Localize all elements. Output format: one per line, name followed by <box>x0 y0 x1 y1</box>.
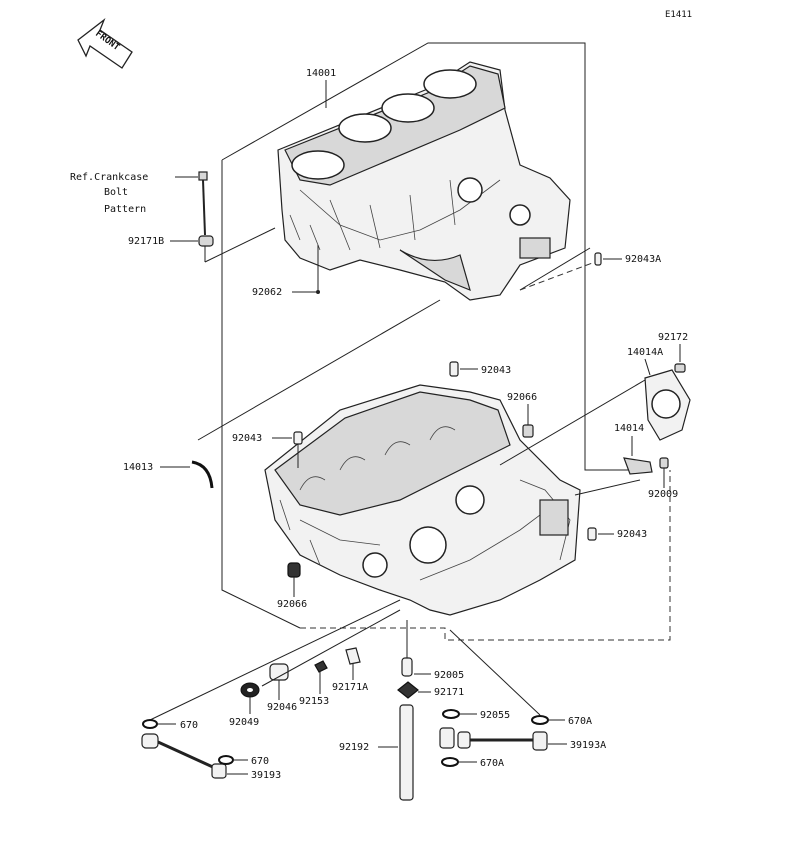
label-14001: 14001 <box>306 68 336 79</box>
pipe-92192-icon <box>399 704 414 801</box>
cylinder-bore-3 <box>381 93 435 123</box>
cover-14014a-icon <box>644 369 691 441</box>
hose-39193-icon <box>141 733 227 779</box>
label-92043a: 92043A <box>625 254 661 265</box>
label-670-left: 670 <box>180 720 198 731</box>
fitting-92005-icon <box>401 657 413 677</box>
upper-crankcase-drawing <box>277 61 571 301</box>
crankcase-bolt-icon <box>198 171 208 236</box>
label-92172: 92172 <box>658 332 688 343</box>
ref-note-line2: Bolt <box>104 187 128 198</box>
clamp-92171b-icon <box>198 235 214 247</box>
plate-14014-icon <box>623 457 653 475</box>
oring-670a-bottom-icon <box>441 757 459 767</box>
plug-92066-bottom-icon <box>287 562 301 578</box>
clamp-92171a-icon <box>345 647 361 665</box>
label-92043-top: 92043 <box>481 365 511 376</box>
label-670-lower: 670 <box>251 756 269 767</box>
label-670a-top: 670A <box>568 716 592 727</box>
label-14013: 14013 <box>123 462 153 473</box>
label-92192: 92192 <box>339 742 369 753</box>
label-92066-top: 92066 <box>507 392 537 403</box>
bolt-92172-icon <box>674 363 686 373</box>
oring-670-left-icon <box>142 719 158 729</box>
hose-39193a-icon <box>439 727 548 751</box>
label-92043-right: 92043 <box>617 529 647 540</box>
bushing-92046-icon <box>269 663 289 681</box>
thrust-plate-14013-icon <box>191 460 214 489</box>
front-arrow-icon: FRONT <box>77 18 133 69</box>
dowel-92043-top-icon <box>449 361 459 377</box>
label-14014a: 14014A <box>627 347 663 358</box>
cylinder-bore-1 <box>291 150 345 180</box>
washer-92049-icon <box>240 682 260 698</box>
lower-crankcase-drawing <box>264 384 581 616</box>
dowel-92043a-icon <box>594 252 602 266</box>
label-92171a: 92171A <box>332 682 368 693</box>
label-92009: 92009 <box>648 489 678 500</box>
label-92049: 92049 <box>229 717 259 728</box>
label-92043-left: 92043 <box>232 433 262 444</box>
label-670a-bottom: 670A <box>480 758 504 769</box>
cylinder-bore-4 <box>423 69 477 99</box>
dowel-92043-right-icon <box>587 527 597 541</box>
label-92046: 92046 <box>267 702 297 713</box>
label-39193: 39193 <box>251 770 281 781</box>
oring-670-lower-icon <box>218 755 234 765</box>
cylinder-bore-2 <box>338 113 392 143</box>
dowel-92043-left-icon <box>293 431 303 445</box>
label-92055: 92055 <box>480 710 510 721</box>
label-14014: 14014 <box>614 423 644 434</box>
ref-note-line1: Ref.Crankcase <box>70 172 148 183</box>
label-92153: 92153 <box>299 696 329 707</box>
label-39193a: 39193A <box>570 740 606 751</box>
label-92005: 92005 <box>434 670 464 681</box>
bolt-92062-icon <box>316 290 320 294</box>
oring-670a-top-icon <box>531 715 549 725</box>
label-92171: 92171 <box>434 687 464 698</box>
bolt-92153-icon <box>314 660 328 673</box>
label-92062: 92062 <box>252 287 282 298</box>
plug-92066-top-icon <box>522 424 534 438</box>
ref-note-line3: Pattern <box>104 204 146 215</box>
oring-92055-icon <box>442 709 460 719</box>
bolt-92009-icon <box>659 457 669 469</box>
upper-bracket <box>221 42 586 248</box>
diagram-code: E1411 <box>665 10 692 20</box>
clamp-92171-icon <box>397 681 419 699</box>
label-92066-bottom: 92066 <box>277 599 307 610</box>
label-92171b: 92171B <box>128 236 164 247</box>
